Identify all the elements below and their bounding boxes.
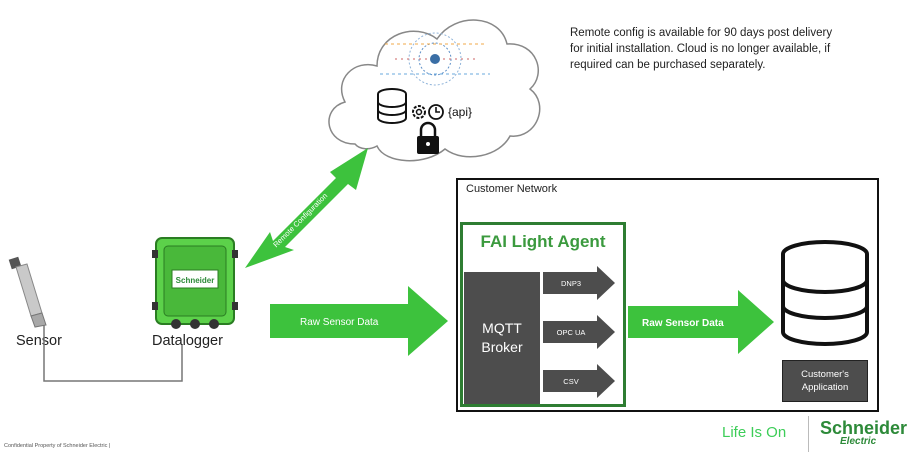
datalogger-icon: Schneider <box>152 237 238 329</box>
api-icon-label: {api} <box>448 105 472 119</box>
sensor-icon <box>8 256 47 328</box>
gear-icon <box>412 105 426 119</box>
protocol-label-csv: CSV <box>563 377 578 386</box>
raw-data-arrow-2-shape <box>628 290 774 354</box>
clock-icon <box>428 104 444 120</box>
cloud-shape <box>328 19 541 162</box>
raw-data-arrow-1: Raw Sensor Data <box>270 286 448 356</box>
broker-line-2: Broker <box>481 339 523 355</box>
confidential-notice: Confidential Property of Schneider Elect… <box>4 443 111 449</box>
customer-database-icon <box>781 240 869 346</box>
footer-divider <box>808 416 809 452</box>
raw-data-arrow-1-shape <box>270 286 448 356</box>
raw-data-arrow-1-label: Raw Sensor Data <box>300 317 379 328</box>
sensor-cable <box>43 325 183 382</box>
mqtt-broker: MQTT Broker <box>464 272 540 404</box>
cloud: {api} <box>328 19 541 162</box>
protocol-arrow-opcua: OPC UA <box>543 315 615 349</box>
electric-logo-text: Electric <box>840 436 877 447</box>
note-line-1: Remote config is available for 90 days p… <box>570 27 833 39</box>
raw-data-arrow-2-label: Raw Sensor Data <box>642 318 724 329</box>
availability-note: Remote config is available for 90 days p… <box>570 25 905 73</box>
protocol-label-opcua: OPC UA <box>557 328 586 337</box>
protocol-arrow-csv: CSV <box>543 364 615 398</box>
life-is-on-tagline: Life Is On <box>722 424 787 441</box>
broker-line-1: MQTT <box>482 320 522 336</box>
protocol-arrow-dnp3: DNP3 <box>543 266 615 300</box>
fai-light-agent-title: FAI Light Agent <box>480 232 606 251</box>
database-icon <box>377 88 407 124</box>
customer-network-title: Customer Network <box>466 183 558 195</box>
datalogger-label: Datalogger <box>152 333 223 349</box>
app-line-2: Application <box>801 382 849 393</box>
lock-icon <box>417 121 439 154</box>
raw-data-arrow-2: Raw Sensor Data <box>628 290 774 354</box>
note-line-2: for initial installation. Cloud is no lo… <box>570 43 831 55</box>
remote-config-arrow: Remote Configuration (HTTPS) <box>245 148 368 268</box>
protocol-label-dnp3: DNP3 <box>561 279 581 288</box>
schneider-logo-text: Schneider <box>820 418 908 438</box>
note-line-3: required can be purchased separately. <box>570 59 766 71</box>
network-globe-icon <box>380 32 490 86</box>
sensor-label: Sensor <box>16 333 62 349</box>
customers-application: Customer's Application <box>782 360 868 402</box>
app-line-1: Customer's <box>801 369 849 380</box>
remote-config-arrow-shape <box>245 148 368 268</box>
datalogger-brand: Schneider <box>176 276 215 285</box>
